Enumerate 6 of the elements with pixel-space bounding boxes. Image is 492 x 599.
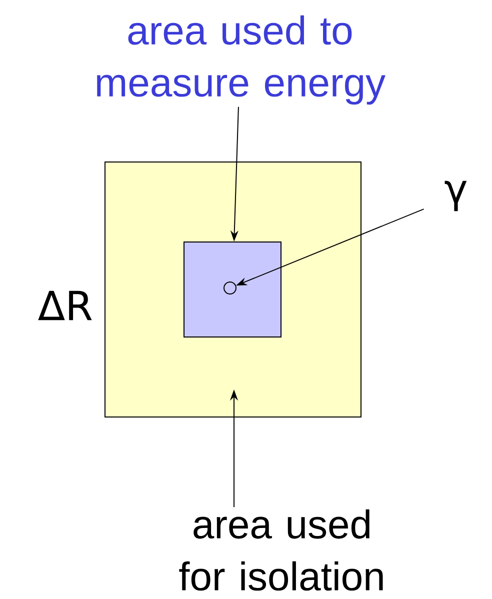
symbol-label: γ <box>444 180 467 212</box>
callout-text: area used to measure energy <box>97 15 386 105</box>
photon-circle <box>224 282 236 294</box>
side-label: ΔR <box>38 290 92 320</box>
region-box <box>184 242 282 338</box>
callout-text: area used for isolation <box>179 509 383 591</box>
